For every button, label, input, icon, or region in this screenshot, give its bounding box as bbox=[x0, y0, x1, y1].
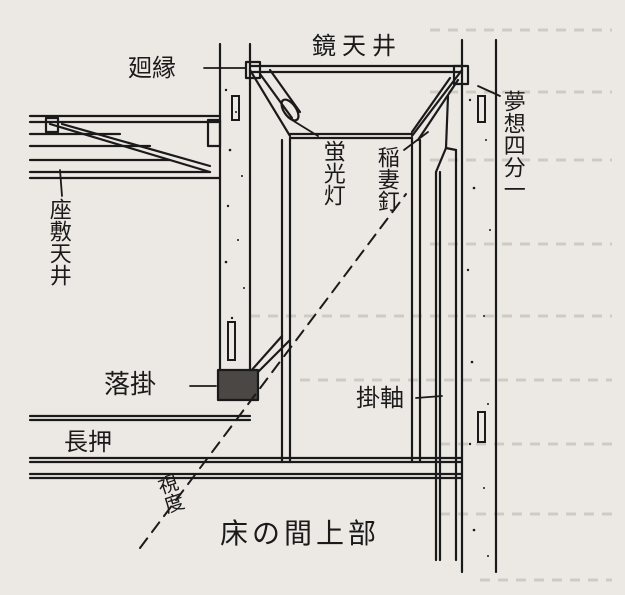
figure-caption: 床の間上部 bbox=[220, 517, 381, 550]
sightline bbox=[139, 193, 407, 549]
label-mawaribuchi: 廻縁 bbox=[128, 54, 176, 82]
label-nageshi: 長押 bbox=[64, 428, 112, 456]
right-wall bbox=[460, 38, 498, 574]
lightning-nail-bracket bbox=[410, 76, 460, 142]
wall-slots bbox=[227, 95, 486, 443]
cornice-left bbox=[244, 60, 262, 80]
label-inazuma-kugi: 稲妻釘 bbox=[373, 146, 399, 212]
label-keikoutou: 蛍光灯 bbox=[319, 140, 345, 206]
long-rail bbox=[28, 414, 464, 480]
alcove-back bbox=[280, 136, 422, 464]
hanging-scroll bbox=[434, 94, 458, 562]
fluorescent-lamp bbox=[258, 68, 302, 122]
label-zashiki-tenjo: 座敷天井 bbox=[45, 198, 71, 286]
frame-brace bbox=[248, 334, 292, 374]
label-otoshigake: 落掛 bbox=[104, 370, 157, 400]
plaster-texture bbox=[224, 88, 491, 557]
falling-rail bbox=[216, 368, 260, 402]
left-wall bbox=[218, 42, 252, 397]
label-musou-shibun: 夢想四分一 bbox=[499, 90, 525, 200]
label-kagami-tenjo: 鏡天井 bbox=[312, 32, 402, 60]
background-bleed-through bbox=[250, 28, 612, 582]
leader-lines bbox=[59, 67, 501, 399]
room-ceiling bbox=[28, 114, 222, 180]
cornice-right bbox=[452, 64, 470, 86]
label-kakejiku: 掛軸 bbox=[356, 384, 404, 412]
